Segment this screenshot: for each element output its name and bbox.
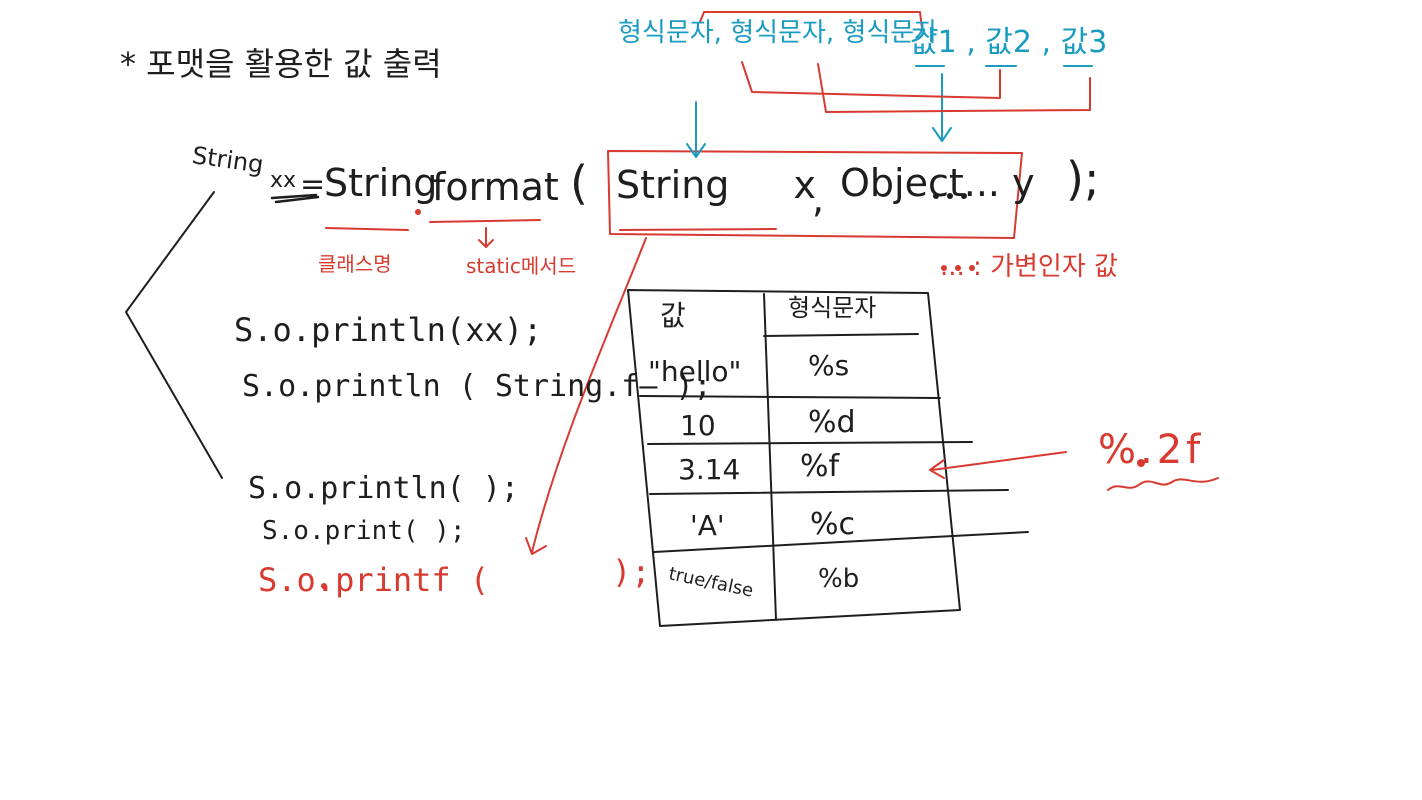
- print-line-5: S.o.printf (: [258, 561, 490, 599]
- class-name-label: 클래스명: [318, 252, 392, 276]
- method-underline: [429, 219, 541, 223]
- static-method-label: static메서드: [466, 254, 577, 278]
- equals-sign: =: [300, 167, 326, 202]
- values-annotation: 값1 , 값2 , 값3: [910, 25, 1108, 60]
- note-dot: [1137, 459, 1145, 467]
- left-brace: [125, 191, 223, 479]
- table-cell-format: %b: [818, 564, 860, 594]
- class-name: String: [324, 161, 438, 205]
- method-arrow: [478, 227, 494, 248]
- param-box: [607, 150, 1023, 239]
- heading: * 포맷을 활용한 값 출력: [120, 45, 442, 83]
- ellipsis-dot-3: [969, 265, 975, 271]
- format-dot: [415, 209, 421, 215]
- format-chars-annotation: 형식문자, 형식문자, 형식문자: [618, 18, 939, 48]
- value-arrow: [932, 73, 952, 142]
- print-line-3: S.o.println( );: [248, 471, 519, 506]
- table-row-line-3: [647, 441, 973, 445]
- class-underline: [325, 227, 409, 231]
- table-header-format: 형식문자: [788, 294, 877, 322]
- param-2: Object... y: [840, 161, 1035, 205]
- table-col-divider: [763, 293, 777, 621]
- printf-arrow: [525, 237, 647, 555]
- format-char-arrow: [686, 101, 706, 158]
- table-cell-value: 3.14: [678, 453, 741, 486]
- param-comma: ,: [812, 177, 825, 221]
- table-header-value: 값: [660, 299, 686, 332]
- table-cell-format: %f: [800, 449, 840, 484]
- map-line-2: [741, 61, 1001, 99]
- print-line-5-close: );: [612, 553, 651, 591]
- variable-name: xx: [270, 168, 297, 193]
- method-name: format: [432, 165, 559, 209]
- table-row-line-1: [763, 333, 919, 337]
- table-row-line-5: [653, 531, 1029, 553]
- table-row-line-4: [649, 489, 1009, 495]
- open-paren: (: [570, 156, 588, 210]
- table-row-line-2: [639, 395, 941, 399]
- table-cell-format: %c: [810, 507, 855, 542]
- map-line-3: [817, 63, 1091, 113]
- table-cell-value: 10: [680, 409, 716, 442]
- print-line-4: S.o.print( );: [262, 516, 466, 546]
- xx-underline: [270, 193, 320, 204]
- side-note-format: %.2f: [1098, 427, 1205, 473]
- printf-dot: [321, 583, 327, 589]
- table-border: [627, 289, 961, 627]
- close-paren: );: [1066, 152, 1100, 206]
- pointer-arrow: [929, 451, 1067, 479]
- squiggle: [1107, 477, 1219, 491]
- print-line-2: S.o.println ( String.f— );: [242, 369, 712, 404]
- varargs-note: ... : 가변인자 값: [940, 252, 1118, 282]
- param-underline: [619, 228, 777, 231]
- ellipsis-dot-1: [941, 265, 947, 271]
- table-cell-format: %d: [808, 405, 856, 440]
- map-line-1: [699, 11, 923, 29]
- print-line-1: S.o.println(xx);: [234, 311, 543, 349]
- table-cell-value: 'A': [690, 509, 725, 542]
- table-cell-format: %s: [808, 349, 850, 382]
- param-1: String x: [616, 163, 816, 207]
- table-cell-value: "hello": [648, 355, 742, 388]
- ellipsis-dot-2: [955, 265, 961, 271]
